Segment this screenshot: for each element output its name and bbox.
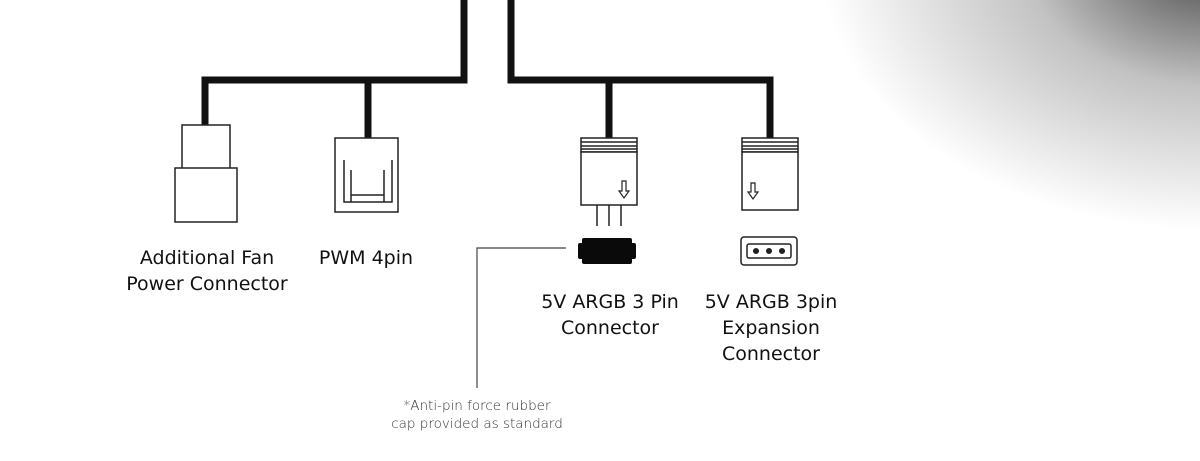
rubber-cap-note-line2: cap provided as standard [391,416,563,432]
down-arrow-icon [617,180,631,200]
fan-power-label-line1: Additional Fan [139,247,275,269]
argb-expansion-label: 5V ARGB 3pin Expansion Connector [676,289,866,367]
fan-power-connector [174,124,238,223]
cable-right [507,0,774,138]
pwm-label: PWM 4pin [296,245,436,271]
cable-left [201,0,468,125]
fan-power-label: Additional Fan Power Connector [104,245,310,297]
expansion-socket [740,236,798,266]
rubber-cap-note: *Anti-pin force rubber cap provided as s… [374,397,580,433]
argb-expansion-label-line2: Expansion [722,317,820,339]
note-leader-line [476,247,566,388]
argb-expansion-label-line1: 5V ARGB 3pin [704,291,838,313]
cable-tree [201,0,774,138]
down-arrow-icon [746,182,760,201]
argb-3pin-label-line2: Connector [561,317,659,339]
rubber-cap [578,238,636,264]
argb-3pin-connector [580,137,638,226]
rubber-cap-note-line1: *Anti-pin force rubber [403,398,551,414]
pwm-label-text: PWM 4pin [318,247,414,269]
pwm-connector [334,137,399,213]
argb-expansion-label-line3: Connector [722,343,820,365]
fan-power-label-line2: Power Connector [126,273,288,295]
argb-3pin-label: 5V ARGB 3 Pin Connector [515,289,705,341]
argb-expansion-connector [741,137,799,211]
argb-3pin-label-line1: 5V ARGB 3 Pin [541,291,679,313]
